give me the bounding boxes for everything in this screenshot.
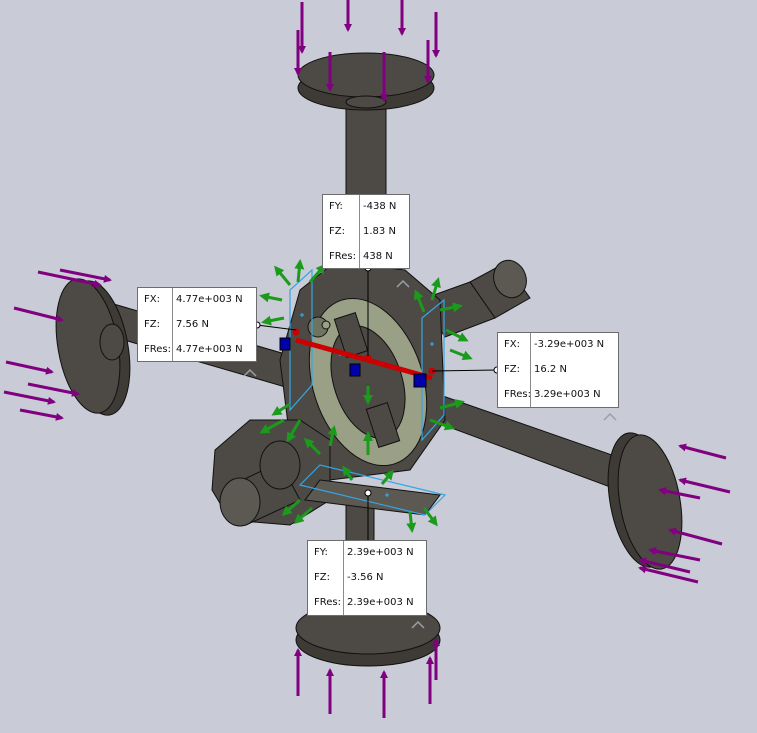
fres-value: 4.77e+003 N — [176, 344, 243, 355]
fz-value: -3.56 N — [347, 572, 384, 583]
contact-force-arrows — [259, 259, 473, 533]
force-callout-right: FX: -3.29e+003 N FZ: 16.2 N FRes:3.29e+003… — [497, 332, 619, 408]
fx-label: FX: — [504, 339, 520, 350]
fy-label: FY: — [329, 201, 343, 212]
fres-label: FRes: — [329, 251, 356, 262]
fx-label: FX: — [144, 294, 160, 305]
fres-value: 3.29e+003 N — [534, 389, 601, 400]
fres-label: FRes: — [314, 597, 341, 608]
front-shaft — [211, 419, 331, 527]
pin-connector — [279, 328, 436, 388]
fy-value: 2.39e+003 N — [347, 547, 414, 558]
right-shaft — [429, 394, 683, 570]
force-callout-left: FX: 4.77e+003 N FZ: 7.56 N FRes: 4.77e+003 … — [137, 287, 257, 362]
fx-value: 4.77e+003 N — [176, 294, 243, 305]
yoke-body — [279, 261, 446, 481]
fy-value: -438 N — [363, 201, 397, 212]
fz-label: FZ: — [329, 226, 345, 237]
fres-label: FRes: — [144, 344, 171, 355]
fz-label: FZ: — [144, 319, 160, 330]
force-callout-bottom: FY: 2.39e+003 N FZ: -3.56 N FRes: 2.39e+003… — [307, 540, 427, 616]
fz-value: 16.2 N — [534, 364, 567, 375]
force-callout-top: FY: -438 N FZ: 1.83 N FRes: 438 N — [322, 194, 410, 269]
external-load-arrows — [3, 0, 731, 718]
fz-value: 7.56 N — [176, 319, 209, 330]
fx-value: -3.29e+003 N — [534, 339, 605, 350]
fres-value: 438 N — [363, 251, 393, 262]
connector-planes — [289, 268, 447, 516]
fz-label: FZ: — [504, 364, 520, 375]
fz-value: 1.83 N — [363, 226, 396, 237]
fz-label: FZ: — [314, 572, 330, 583]
fres-value: 2.39e+003 N — [347, 597, 414, 608]
chevron-up-icon[interactable] — [243, 279, 617, 629]
fy-label: FY: — [314, 547, 328, 558]
fres-label: FRes: — [504, 389, 531, 400]
